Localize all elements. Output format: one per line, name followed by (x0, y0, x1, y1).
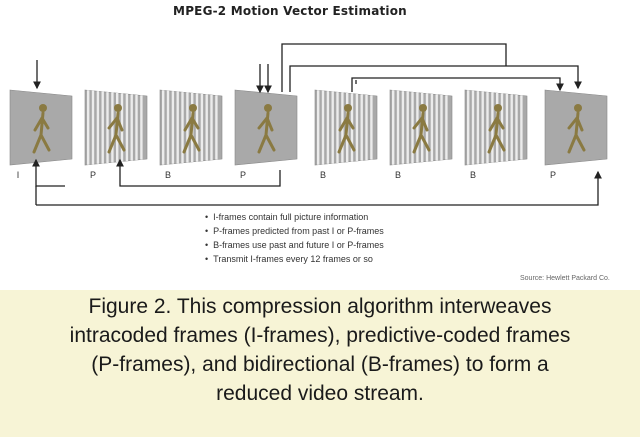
diagram-title: MPEG-2 Motion Vector Estimation (173, 4, 407, 18)
frame-type-label: B (469, 170, 476, 180)
walking-figure-icon (567, 104, 586, 154)
reference-arrow-return (32, 158, 65, 187)
frame-type-label: I (16, 170, 20, 180)
walking-figure-icon (32, 104, 51, 154)
caption-box: Figure 2. This compression algorithm int… (0, 290, 640, 437)
prediction-arrow-long-top (281, 43, 507, 92)
reference-arrow-base (36, 170, 602, 206)
reference-arrow-1-to-4 (116, 158, 281, 187)
legend-bullets: I-frames contain full picture informatio… (205, 210, 384, 266)
walking-figure-icon (412, 104, 431, 154)
frame-type-label: B (319, 170, 326, 180)
caption-line: (P-frames), and bidirectional (B-frames)… (91, 353, 549, 376)
walking-figure-icon (257, 104, 276, 154)
frame-type-label: P (549, 170, 556, 180)
figure-caption: Figure 2. This compression algorithm int… (0, 290, 640, 408)
prediction-arrow-4-to-8 (289, 65, 582, 92)
walking-figure-icon (182, 104, 201, 154)
walking-figure-icon (107, 104, 126, 154)
frame-panel-b (314, 89, 378, 166)
frame-panel-p (544, 89, 608, 166)
bullet-i-frames: I-frames contain full picture informatio… (205, 210, 384, 224)
frame-panel-b (159, 89, 223, 166)
frame-panel-b (389, 89, 453, 166)
bullet-b-frames: B-frames use past and future I or P-fram… (205, 238, 384, 252)
frame-panel-p (234, 89, 298, 166)
frame-panel-i (9, 89, 73, 166)
frame-sequence (9, 43, 608, 206)
caption-line: Figure 2. This compression algorithm int… (88, 295, 552, 318)
source-credit: Source: Hewlett Packard Co. (520, 275, 610, 282)
frame-type-label: P (89, 170, 96, 180)
bullet-p-frames: P-frames predicted from past I or P-fram… (205, 224, 384, 238)
mpeg2-diagram: MPEG-2 Motion Vector Estimation I P B P B B (0, 0, 640, 290)
frame-type-label: B (394, 170, 401, 180)
frame-panel-b (464, 89, 528, 166)
caption-line: intracoded frames (I-frames), predictive… (69, 324, 571, 347)
frame-type-label: B (164, 170, 171, 180)
forward-arrow-to-b-frames (351, 77, 564, 92)
frame-type-label: P (239, 170, 246, 180)
frame-panel-p (84, 89, 148, 166)
bullet-transmit: Transmit I-frames every 12 frames or so (205, 252, 384, 266)
caption-line: reduced video stream. (216, 382, 424, 405)
walking-figure-icon (487, 104, 506, 154)
walking-figure-icon (337, 104, 356, 154)
